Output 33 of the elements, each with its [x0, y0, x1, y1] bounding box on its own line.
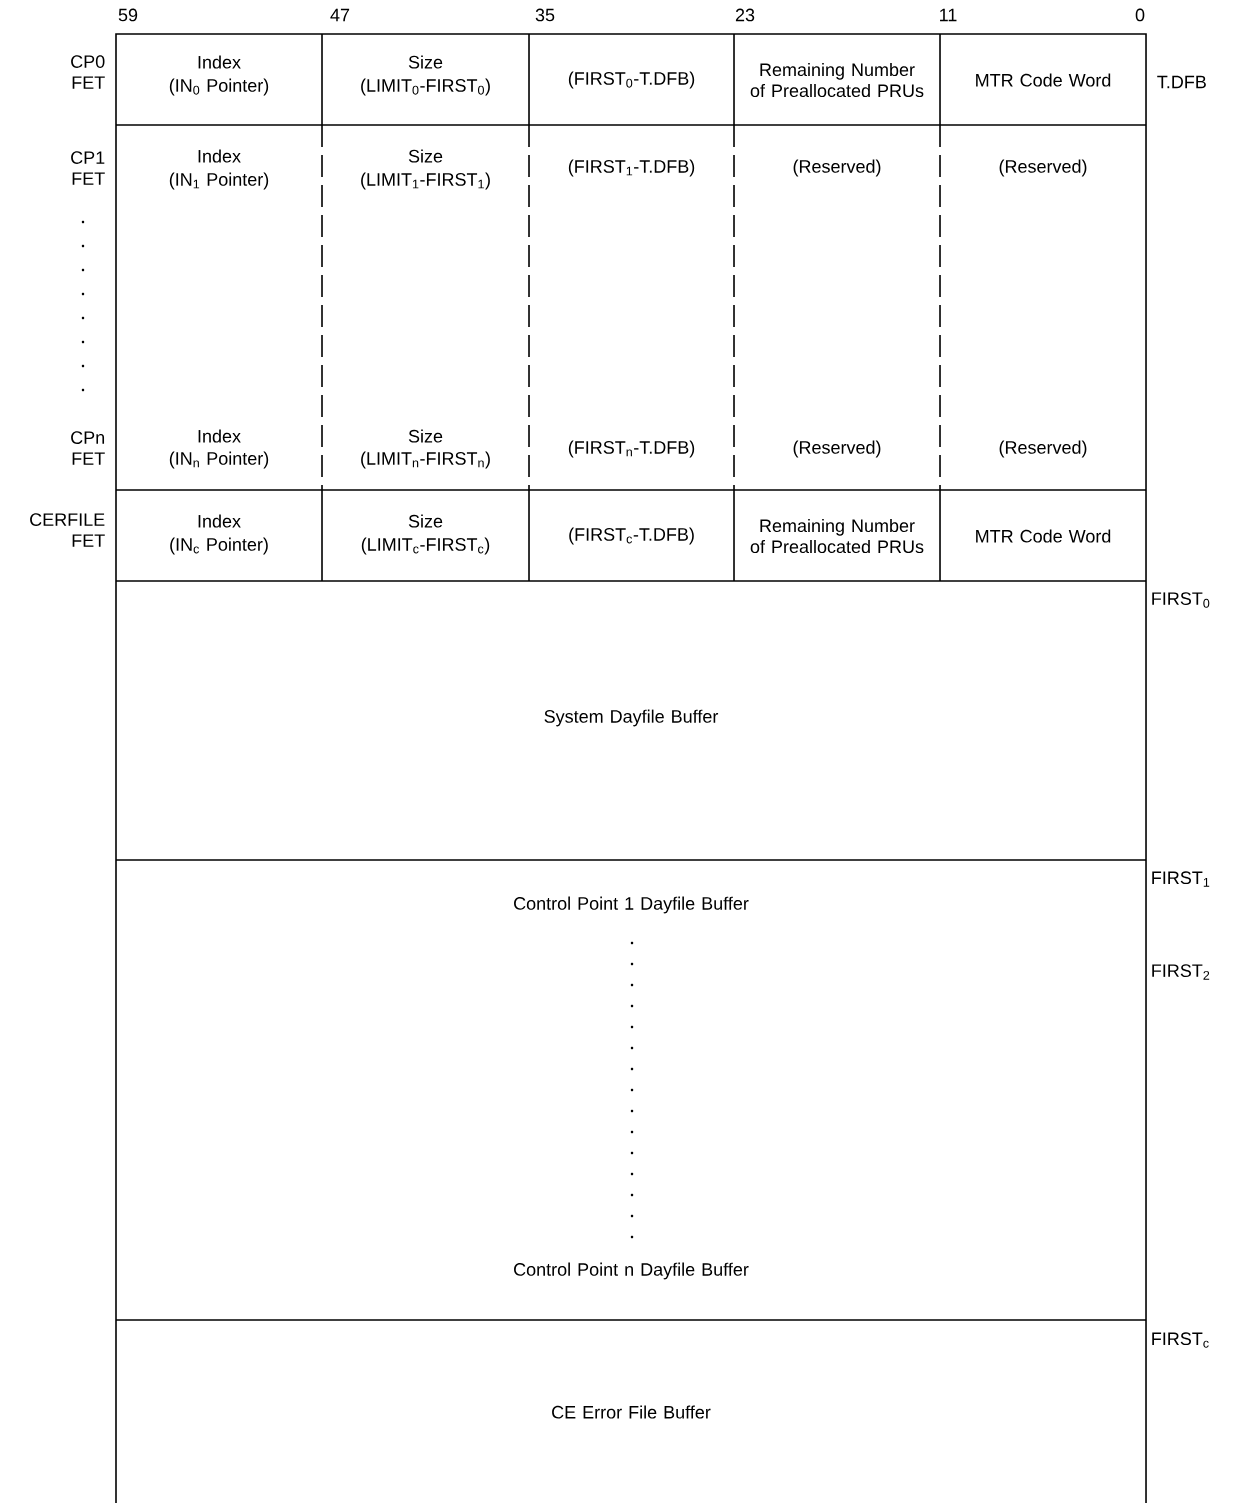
buffer-region: CE Error File Buffer — [552, 1405, 711, 1419]
table-cell: (FIRST$_{0}$-T.DFB) — [568, 71, 695, 89]
table-cell: MTR Code Word — [976, 529, 1111, 543]
bit-number: 35 — [535, 8, 555, 22]
bit-number: 11 — [940, 8, 957, 22]
bit-number: 47 — [330, 8, 350, 22]
table-cell: Size (LIMIT$_{0}$-FIRST$_{0}$) — [361, 55, 490, 96]
bit-number: 0 — [1135, 8, 1145, 22]
bit-number: 59 — [118, 8, 138, 22]
row-label: CP0 FET — [71, 55, 105, 89]
address-label: FIRST$_{0}$ — [1152, 592, 1210, 608]
address-label: FIRST$_{1}$ — [1152, 871, 1210, 887]
table-cell: (FIRST$_{1}$-T.DFB) (FIRST$_{n}$-T.DFB) — [568, 159, 695, 458]
table-cell: Index (IN$_{0}$ Pointer) — [169, 55, 269, 96]
table-cell: Index (IN$_{1}$ Pointer) Index (IN$_{n}$ Pointer) — [169, 149, 269, 469]
table-cell: Remaining Number of Preallocated PRUs — [750, 62, 924, 98]
row-label: CPn FET — [71, 431, 105, 465]
address-label: FIRST$_{2}$ — [1152, 964, 1210, 980]
table-cell: Index (IN$_{c}$ Pointer) — [170, 514, 268, 555]
table-cell: (FIRST$_{c}$-T.DFB) — [569, 527, 694, 545]
table-cell: Size (LIMIT$_{1}$-FIRST$_{1}$) Size (LIMIT$_{n}$-FIRST$_{n}$) — [361, 149, 490, 469]
buffer-region: Control Point 1 Dayfile Buffer Control Point n Dayfile Buffer — [514, 896, 749, 1280]
address-label: T.DFB — [1157, 75, 1206, 89]
buffer-region: System Dayfile Buffer — [544, 709, 719, 727]
table-cell: MTR Code Word — [976, 73, 1111, 87]
table-cell: Size (LIMIT$_{c}$-FIRST$_{c}$) — [361, 514, 490, 555]
address-label: FIRST$_{c}$ — [1152, 1332, 1209, 1348]
row-label: CP1 FET — [71, 151, 105, 185]
table-cell: (Reserved) (Reserved) — [793, 159, 881, 458]
table-cell: Remaining Number of Preallocated PRUs — [750, 518, 924, 554]
table-cell: (Reserved) (Reserved) — [999, 159, 1087, 458]
bit-number: 23 — [735, 8, 755, 22]
row-label: CERFILE FET — [30, 513, 105, 547]
